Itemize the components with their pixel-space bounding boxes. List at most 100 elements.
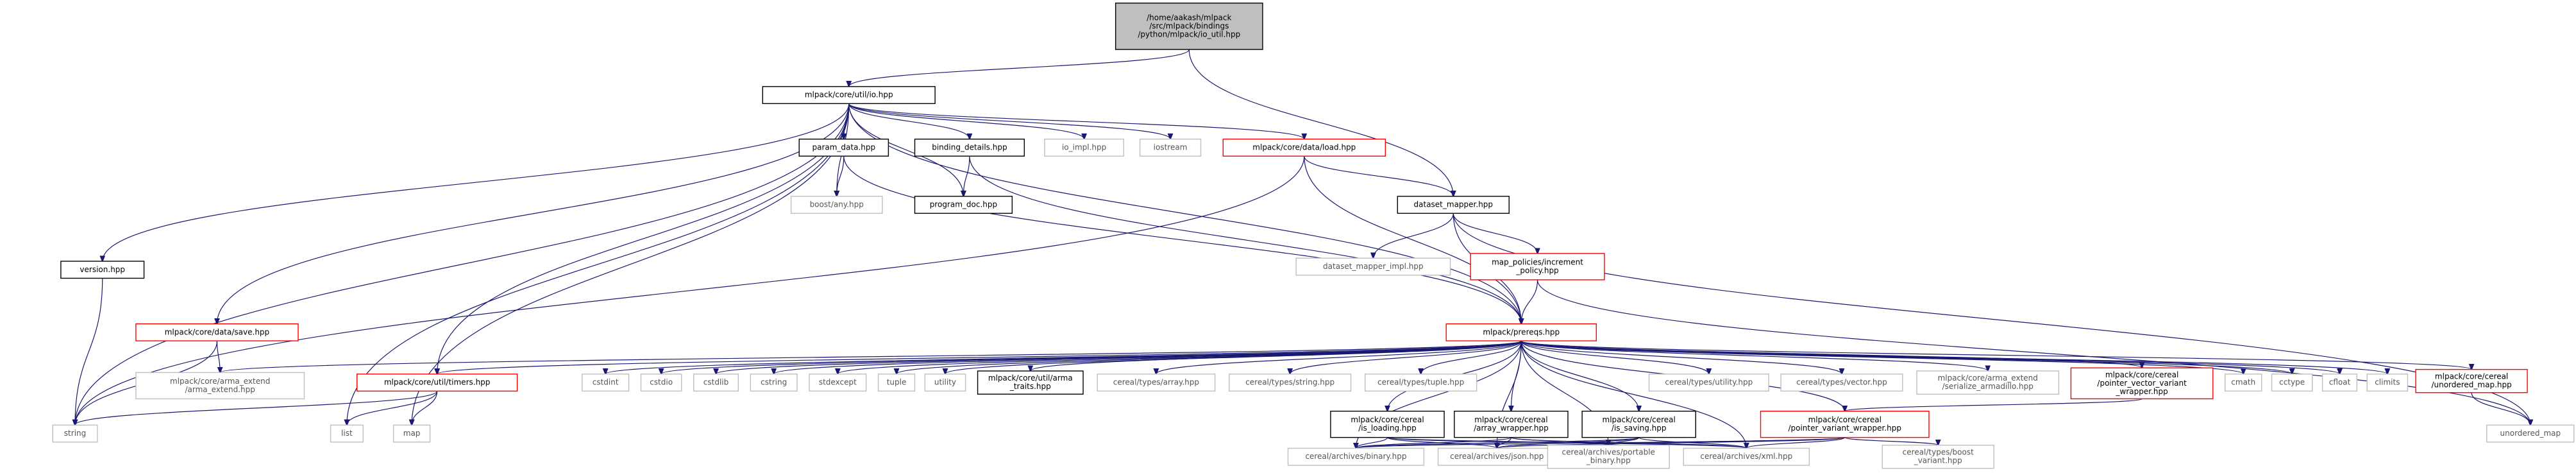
node-load[interactable]: mlpack/core/data/load.hpp [1222, 139, 1386, 157]
node-iostream[interactable]: iostream [1139, 139, 1202, 157]
node-utility[interactable]: utility [924, 374, 966, 392]
node-box [1139, 139, 1202, 157]
node-label: mlpack/core/cereal [2105, 370, 2178, 379]
node-box [2321, 374, 2358, 392]
edge-load-to-string [75, 156, 1305, 425]
node-param-data[interactable]: param_data.hpp [798, 139, 889, 157]
node-label: _wrapper.hpp [2116, 387, 2168, 396]
node-label: map [403, 429, 421, 438]
node-json[interactable]: cereal/archives/json.hpp [1437, 447, 1556, 466]
node-dataset-mapper[interactable]: dataset_mapper.hpp [1397, 196, 1510, 214]
node-box [1881, 444, 1994, 469]
node-save[interactable]: mlpack/core/data/save.hpp [135, 323, 299, 341]
node-box [1397, 196, 1510, 214]
node-label: /pointer_vector_variant [2097, 379, 2187, 388]
node-is-loading[interactable]: mlpack/core/cereal/is_loading.hpp [1330, 410, 1445, 438]
node-cfloat[interactable]: cfloat [2321, 374, 2358, 392]
node-box [135, 372, 305, 400]
node-unordered-map[interactable]: unordered_map [2486, 424, 2575, 443]
node-label: climits [2375, 378, 2400, 387]
edge-pvw-to-boost-variant [1844, 437, 1938, 445]
node-cctype[interactable]: cctype [2271, 374, 2313, 392]
node-box [1581, 410, 1696, 438]
edge-io-to-prereqs [848, 103, 1522, 323]
node-types-array[interactable]: cereal/types/array.hpp [1097, 374, 1216, 392]
node-box [1364, 374, 1477, 392]
node-root[interactable]: /home/aakash/mlpack/src/mlpack/bindings/… [1115, 3, 1263, 50]
node-box [693, 374, 739, 392]
node-box [2486, 424, 2575, 443]
edge-prereqs-to-xml [1520, 341, 1746, 448]
node-label: cereal/archives/json.hpp [1450, 452, 1544, 461]
edge-pvw-to-xml [1746, 437, 1846, 449]
node-label: mlpack/core/cereal [1808, 415, 1881, 424]
edge-io-to-timers [437, 103, 850, 374]
node-types-tuple[interactable]: cereal/types/tuple.hpp [1364, 374, 1477, 392]
node-cstring[interactable]: cstring [750, 374, 798, 392]
node-pvw[interactable]: mlpack/core/cereal/pointer_variant_wrapp… [1760, 410, 1930, 438]
node-serialize-armadillo[interactable]: mlpack/core/arma_extend/serialize_armadi… [1916, 370, 2060, 395]
node-cmath[interactable]: cmath [2225, 374, 2262, 392]
edge-version-to-string [75, 278, 103, 426]
node-label: cmath [2231, 378, 2255, 387]
node-timers[interactable]: mlpack/core/util/timers.hpp [356, 374, 518, 392]
node-label: cereal/types/vector.hpp [1796, 378, 1887, 387]
node-label: param_data.hpp [812, 143, 875, 152]
node-binary[interactable]: cereal/archives/binary.hpp [1287, 447, 1425, 466]
edge-io-to-load [848, 103, 1304, 139]
edge-prereqs-to-pvvw [1520, 340, 2142, 368]
node-box [2415, 368, 2528, 393]
node-box [1683, 447, 1810, 466]
node-binding-details[interactable]: binding_details.hpp [914, 139, 1025, 157]
node-label: mlpack/core/arma_extend [1938, 374, 2038, 383]
node-box [1916, 370, 2060, 395]
node-types-vector[interactable]: cereal/types/vector.hpp [1780, 374, 1903, 392]
node-arma-extend[interactable]: mlpack/core/arma_extend/arma_extend.hpp [135, 372, 305, 400]
edge-load-to-dataset-mapper [1304, 156, 1453, 196]
node-climits[interactable]: climits [2366, 374, 2409, 392]
node-label: /src/mlpack/bindings [1149, 21, 1229, 30]
node-string[interactable]: string [52, 424, 98, 443]
node-box [1229, 374, 1352, 392]
node-portable-binary[interactable]: cereal/archives/portable_binary.hpp [1547, 444, 1670, 469]
node-cstdio[interactable]: cstdio [640, 374, 682, 392]
node-label: /python/mlpack/io_util.hpp [1138, 30, 1240, 39]
node-label: dataset_mapper_impl.hpp [1323, 262, 1424, 271]
edge-increment-policy-to-unordered-map [1536, 279, 2530, 425]
node-label: map_policies/increment [1492, 257, 1583, 266]
node-box [1222, 139, 1386, 157]
node-program-doc[interactable]: program_doc.hpp [914, 196, 1013, 214]
node-stdexcept[interactable]: stdexcept [809, 374, 867, 392]
node-version[interactable]: version.hpp [60, 261, 145, 279]
node-types-utility[interactable]: cereal/types/utility.hpp [1648, 374, 1769, 392]
node-cstdint[interactable]: cstdint [582, 374, 630, 392]
edge-pvw-to-portable-binary [1608, 437, 1846, 445]
node-boost-any[interactable]: boost/any.hpp [790, 196, 883, 214]
edge-root-to-io [849, 49, 1190, 87]
node-box [640, 374, 682, 392]
node-label: mlpack/core/data/save.hpp [165, 327, 269, 336]
node-array-wrapper[interactable]: mlpack/core/cereal/array_wrapper.hpp [1454, 410, 1569, 438]
node-io-impl[interactable]: io_impl.hpp [1044, 139, 1124, 157]
edge-load-to-prereqs [1304, 156, 1521, 323]
node-unordered-map-hpp[interactable]: mlpack/core/cereal/unordered_map.hpp [2415, 368, 2528, 393]
node-cstdlib[interactable]: cstdlib [693, 374, 739, 392]
node-prereqs[interactable]: mlpack/prereqs.hpp [1445, 323, 1597, 341]
node-pvvw[interactable]: mlpack/core/cereal/pointer_vector_varian… [2070, 367, 2214, 400]
node-label: cereal/types/tuple.hpp [1377, 378, 1464, 387]
node-xml[interactable]: cereal/archives/xml.hpp [1683, 447, 1810, 466]
edge-prereqs-to-is-saving [1520, 341, 1638, 411]
node-tuple[interactable]: tuple [877, 374, 916, 392]
node-dataset-mapper-impl[interactable]: dataset_mapper_impl.hpp [1295, 257, 1451, 276]
node-box [1295, 257, 1451, 276]
node-box [1115, 3, 1263, 50]
node-is-saving[interactable]: mlpack/core/cereal/is_saving.hpp [1581, 410, 1696, 438]
node-label: unordered_map [2500, 429, 2561, 438]
node-types-string[interactable]: cereal/types/string.hpp [1229, 374, 1352, 392]
node-map[interactable]: map [392, 424, 431, 443]
node-io[interactable]: mlpack/core/util/io.hpp [762, 86, 936, 105]
node-increment-policy[interactable]: map_policies/increment_policy.hpp [1470, 253, 1605, 280]
node-list[interactable]: list [330, 424, 364, 443]
node-arma-traits[interactable]: mlpack/core/util/arma_traits.hpp [977, 370, 1084, 395]
node-boost-variant[interactable]: cereal/types/boost_variant.hpp [1881, 444, 1994, 469]
